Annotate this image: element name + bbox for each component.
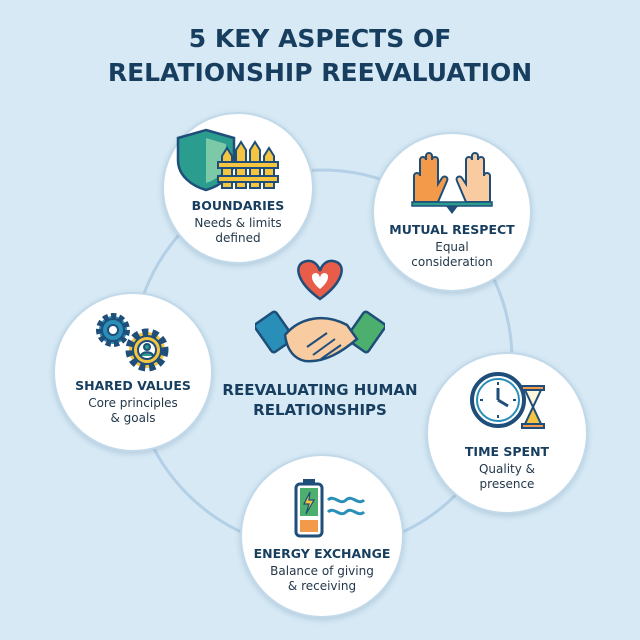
center-label-line-1: REEVALUATING HUMAN (222, 381, 418, 399)
aspect-time-spent: TIME SPENT Quality & presence (426, 352, 588, 514)
aspect-description: Quality & presence (444, 462, 570, 492)
aspect-description: Core principles & goals (71, 396, 196, 426)
aspect-description-line-1: Equal (435, 240, 469, 254)
aspect-name: BOUNDARIES (191, 198, 285, 213)
shield-fence-icon (176, 128, 279, 192)
center-label: REEVALUATING HUMAN RELATIONSHIPS (190, 380, 450, 420)
page-title: 5 KEY ASPECTS OF RELATIONSHIP REEVALUATI… (0, 22, 640, 90)
center-label-line-2: RELATIONSHIPS (253, 401, 387, 419)
aspect-boundaries: BOUNDARIES Needs & limits defined (162, 112, 314, 264)
aspect-description-line-1: Balance of giving (270, 564, 374, 578)
aspect-description-line-1: Core principles (88, 396, 178, 410)
aspect-mutual-respect: MUTUAL RESPECT Equal consideration (372, 132, 532, 292)
aspect-shared-values: SHARED VALUES Core principles & goals (53, 292, 213, 452)
gears-person-icon (96, 313, 169, 372)
aspect-energy-exchange: ENERGY EXCHANGE Balance of giving & rece… (240, 454, 404, 618)
aspect-description: Equal consideration (390, 240, 515, 270)
aspect-name: MUTUAL RESPECT (389, 222, 515, 237)
battery-waves-icon (294, 479, 366, 538)
aspect-description-line-1: Quality & (478, 462, 536, 476)
aspect-name: SHARED VALUES (75, 378, 191, 393)
heart-handshake-icon (255, 259, 385, 363)
aspect-description-line-2: presence (479, 477, 535, 491)
aspect-description-line-2: consideration (411, 255, 493, 269)
aspect-name: ENERGY EXCHANGE (253, 546, 391, 561)
aspect-description-line-2: & receiving (287, 579, 357, 593)
title-line-2: RELATIONSHIP REEVALUATION (107, 58, 533, 87)
aspect-description: Needs & limits defined (179, 216, 297, 246)
clock-hourglass-icon (470, 372, 545, 429)
aspect-description: Balance of giving & receiving (258, 564, 386, 594)
aspect-description-line-2: & goals (110, 411, 156, 425)
title-line-1: 5 KEY ASPECTS OF (188, 24, 452, 53)
aspect-description-line-2: defined (215, 231, 261, 245)
aspect-name: TIME SPENT (464, 444, 550, 459)
aspect-description-line-1: Needs & limits (194, 216, 282, 230)
raised-hands-balance-icon (411, 152, 493, 214)
